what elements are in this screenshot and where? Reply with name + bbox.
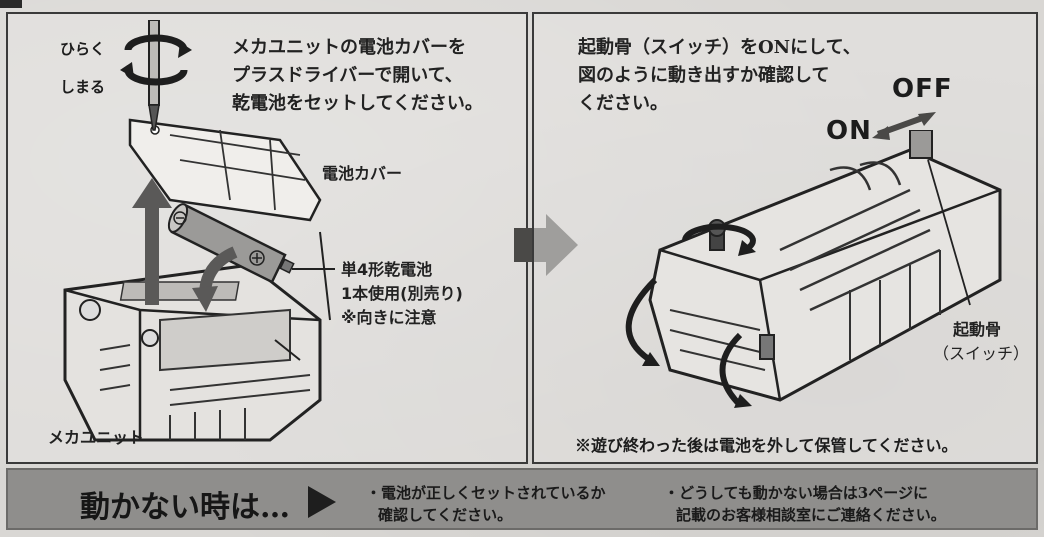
switch-label-line-2: （スイッチ）: [933, 344, 1030, 363]
down-arrow-icon: [192, 246, 238, 312]
mecha-unit-illustration: [63, 263, 322, 442]
battery-instruction-line-2: プラスドライバーで開いて、: [232, 65, 463, 86]
battery-storage-note: ※遊び終わった後は電池を外して保管してください。: [575, 436, 958, 455]
mecha-unit-start-illustration: [625, 130, 1002, 408]
rotate-open-label: ひらく: [60, 40, 106, 58]
rotate-close-label: しまる: [60, 78, 106, 96]
troubleshooting-bar: [6, 468, 1038, 530]
troubleshooting-tip-1-line-1: ・電池が正しくセットされているか: [366, 484, 606, 502]
screwdriver-icon: [148, 20, 160, 131]
battery-install-illustration: [63, 20, 335, 442]
troubleshooting-arrow-icon: [308, 486, 336, 518]
battery-label-line-1: 単4形乾電池: [341, 260, 433, 279]
battery-cover-illustration: [128, 118, 322, 222]
corner-tab: [0, 0, 22, 8]
rotate-arrows-icon: [120, 34, 192, 86]
start-instruction-line-3: ください。: [578, 93, 668, 114]
mecha-unit-label: メカユニット: [48, 428, 145, 447]
battery-label-line-3: ※向きに注意: [341, 308, 437, 327]
start-instruction-line-2: 図のように動き出すか確認して: [578, 65, 830, 86]
rotation-arrows-icon: [625, 223, 756, 408]
up-arrow-icon: [132, 178, 172, 305]
switch-label-line-1: 起動骨: [953, 320, 1002, 339]
battery-cover-label: 電池カバー: [322, 164, 403, 183]
double-arrow-icon: [872, 112, 936, 140]
switch-on-label: ON: [826, 116, 872, 146]
troubleshooting-tip-2-line-2: 記載のお客様相談室にご連絡ください。: [676, 506, 946, 524]
battery-instruction-line-1: メカユニットの電池カバーを: [232, 37, 466, 58]
battery-label-line-2: 1本使用(別売り): [341, 284, 463, 303]
switch-off-label: OFF: [892, 74, 953, 104]
troubleshooting-tip-2-line-1: ・どうしても動かない場合は3ページに: [664, 484, 928, 502]
battery-instruction-line-3: 乾電池をセットしてください。: [232, 93, 483, 114]
troubleshooting-title: 動かない時は…: [80, 490, 290, 525]
troubleshooting-tip-1-line-2: 確認してください。: [378, 506, 513, 524]
battery-icon: [167, 203, 295, 284]
start-instruction-line-1: 起動骨（スイッチ）をONにして、: [578, 37, 861, 58]
